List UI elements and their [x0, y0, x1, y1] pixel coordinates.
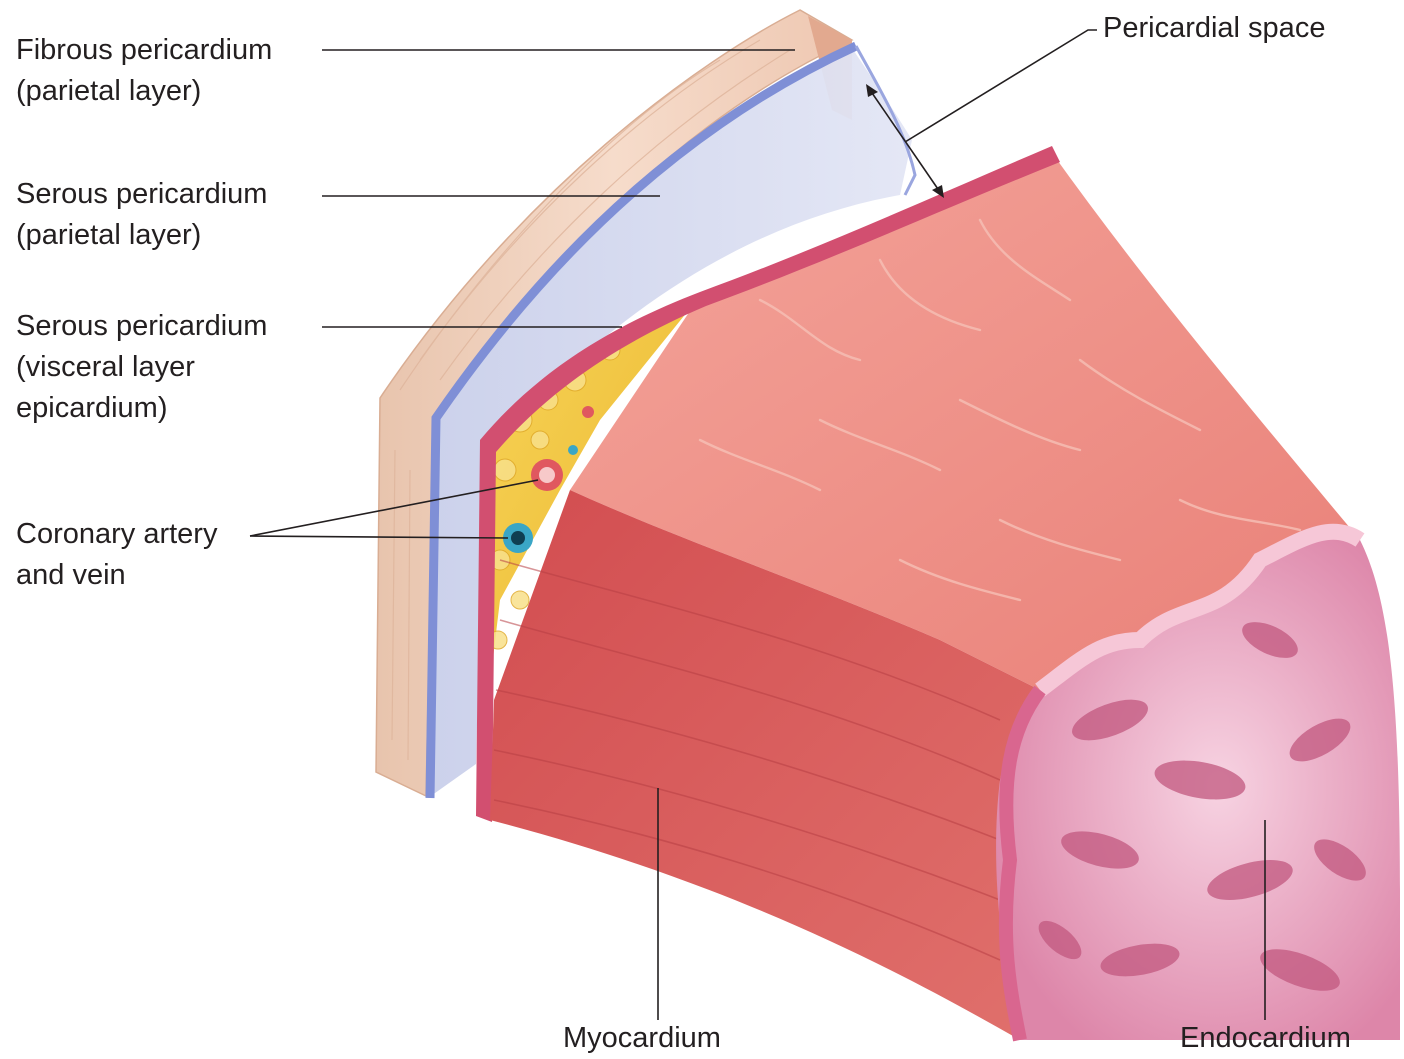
label-serous-visceral-line2: (visceral layer — [16, 347, 267, 388]
label-fibrous-pericardium: Fibrous pericardium (parietal layer) — [16, 30, 272, 112]
label-coronary: Coronary artery and vein — [16, 514, 217, 596]
label-fibrous-line1: Fibrous pericardium — [16, 30, 272, 71]
label-serous-visceral: Serous pericardium (visceral layer epica… — [16, 306, 267, 429]
label-coronary-line2: and vein — [16, 555, 217, 596]
label-serous-visceral-line1: Serous pericardium — [16, 306, 267, 347]
label-myocardium: Myocardium — [563, 1018, 721, 1059]
label-serous-parietal-line1: Serous pericardium — [16, 174, 267, 215]
label-coronary-line1: Coronary artery — [16, 514, 217, 555]
leader-pericardial-space — [905, 30, 1097, 142]
label-serous-visceral-line3: epicardium) — [16, 388, 267, 429]
label-serous-parietal-line2: (parietal layer) — [16, 215, 267, 256]
label-serous-parietal: Serous pericardium (parietal layer) — [16, 174, 267, 256]
label-endocardium: Endocardium — [1180, 1018, 1351, 1059]
label-fibrous-line2: (parietal layer) — [16, 71, 272, 112]
label-pericardial-space: Pericardial space — [1103, 8, 1325, 49]
